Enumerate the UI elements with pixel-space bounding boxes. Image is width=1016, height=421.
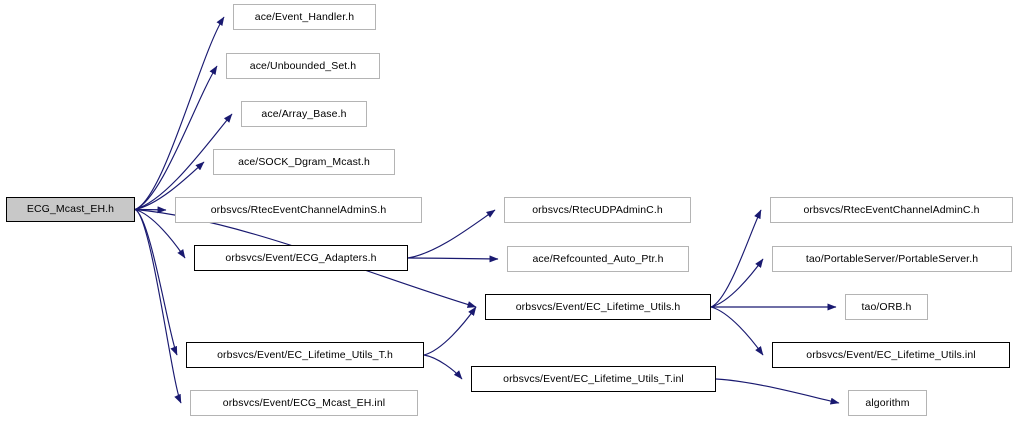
graph-node-orbsvcs-event-ec-lifetime-utils-h[interactable]: orbsvcs/Event/EC_Lifetime_Utils.h <box>485 294 711 320</box>
node-label: ECG_Mcast_EH.h <box>26 203 115 216</box>
node-label: ace/SOCK_Dgram_Mcast.h <box>238 155 370 168</box>
graph-node-orbsvcs-rtec-event-channel-admins-h[interactable]: orbsvcs/RtecEventChannelAdminS.h <box>175 197 422 223</box>
node-label: orbsvcs/Event/ECG_Adapters.h <box>225 251 377 264</box>
node-label: orbsvcs/Event/EC_Lifetime_Utils_T.h <box>217 348 393 361</box>
graph-edge-orbsvcs-event-ecg-adapters-h-to-ace-refcounted-auto-ptr-h <box>407 255 499 263</box>
graph-node-ace-event-handler-h[interactable]: ace/Event_Handler.h <box>233 4 376 30</box>
node-label: orbsvcs/Event/ECG_Mcast_EH.inl <box>222 396 386 409</box>
node-label: tao/ORB.h <box>861 300 912 313</box>
graph-edge-ecg-mcast-eh-h-to-orbsvcs-rtec-event-channel-admins-h <box>134 206 167 214</box>
graph-node-orbsvcs-event-ec-lifetime-utils-inl[interactable]: orbsvcs/Event/EC_Lifetime_Utils.inl <box>772 342 1010 368</box>
node-label: orbsvcs/RtecUDPAdminC.h <box>532 203 663 216</box>
node-label: tao/PortableServer/PortableServer.h <box>805 252 979 265</box>
node-label: ace/Event_Handler.h <box>254 10 355 23</box>
node-label: orbsvcs/Event/EC_Lifetime_Utils.h <box>515 300 681 313</box>
node-label: orbsvcs/Event/EC_Lifetime_Utils_T.inl <box>503 372 684 385</box>
node-label: algorithm <box>865 396 910 409</box>
graph-node-ace-sock-dgram-mcast-h[interactable]: ace/SOCK_Dgram_Mcast.h <box>213 149 395 175</box>
graph-node-ace-refcounted-auto-ptr-h[interactable]: ace/Refcounted_Auto_Ptr.h <box>507 246 689 272</box>
graph-node-orbsvcs-event-ecg-adapters-h[interactable]: orbsvcs/Event/ECG_Adapters.h <box>194 245 408 271</box>
graph-edge-orbsvcs-event-ec-lifetime-utils-h-to-tao-portableserver-portableserver-h <box>710 258 764 308</box>
graph-node-orbsvcs-event-ec-lifetime-utils-t-h[interactable]: orbsvcs/Event/EC_Lifetime_Utils_T.h <box>186 342 424 368</box>
graph-node-ace-array-base-h[interactable]: ace/Array_Base.h <box>241 101 367 127</box>
graph-node-orbsvcs-event-ecg-mcast-eh-inl[interactable]: orbsvcs/Event/ECG_Mcast_EH.inl <box>190 390 418 416</box>
graph-node-orbsvcs-rtec-udp-adminc-h[interactable]: orbsvcs/RtecUDPAdminC.h <box>504 197 691 223</box>
node-label: orbsvcs/RtecEventChannelAdminC.h <box>803 203 980 216</box>
graph-edge-ecg-mcast-eh-h-to-ace-unbounded-set-h <box>134 65 218 211</box>
graph-node-tao-orb-h[interactable]: tao/ORB.h <box>845 294 928 320</box>
graph-edge-orbsvcs-event-ec-lifetime-utils-h-to-orbsvcs-event-ec-lifetime-utils-inl <box>710 306 764 356</box>
graph-node-ecg-mcast-eh-h[interactable]: ECG_Mcast_EH.h <box>6 197 135 222</box>
graph-edge-ecg-mcast-eh-h-to-orbsvcs-event-ecg-mcast-eh-inl <box>134 208 182 404</box>
graph-edge-orbsvcs-event-ec-lifetime-utils-h-to-orbsvcs-rtec-event-channel-adminc-h <box>710 209 762 308</box>
node-label: ace/Unbounded_Set.h <box>249 59 357 72</box>
graph-edge-orbsvcs-event-ec-lifetime-utils-t-h-to-orbsvcs-event-ec-lifetime-utils-t-inl <box>423 354 463 380</box>
graph-edge-ecg-mcast-eh-h-to-orbsvcs-event-ec-lifetime-utils-t-h <box>134 208 178 356</box>
graph-node-ace-unbounded-set-h[interactable]: ace/Unbounded_Set.h <box>226 53 380 79</box>
node-label: orbsvcs/Event/EC_Lifetime_Utils.inl <box>806 348 976 361</box>
node-label: orbsvcs/RtecEventChannelAdminS.h <box>210 203 387 216</box>
graph-edge-orbsvcs-event-ec-lifetime-utils-t-inl-to-algorithm <box>715 378 840 405</box>
graph-node-orbsvcs-rtec-event-channel-adminc-h[interactable]: orbsvcs/RtecEventChannelAdminC.h <box>770 197 1013 223</box>
graph-node-algorithm[interactable]: algorithm <box>848 390 927 416</box>
graph-node-orbsvcs-event-ec-lifetime-utils-t-inl[interactable]: orbsvcs/Event/EC_Lifetime_Utils_T.inl <box>471 366 716 392</box>
node-label: ace/Refcounted_Auto_Ptr.h <box>532 252 664 265</box>
graph-edge-orbsvcs-event-ec-lifetime-utils-t-h-to-orbsvcs-event-ec-lifetime-utils-h <box>423 306 477 356</box>
graph-edge-ecg-mcast-eh-h-to-ace-event-handler-h <box>134 16 225 211</box>
node-label: ace/Array_Base.h <box>261 107 347 120</box>
graph-node-tao-portableserver-portableserver-h[interactable]: tao/PortableServer/PortableServer.h <box>772 246 1012 272</box>
